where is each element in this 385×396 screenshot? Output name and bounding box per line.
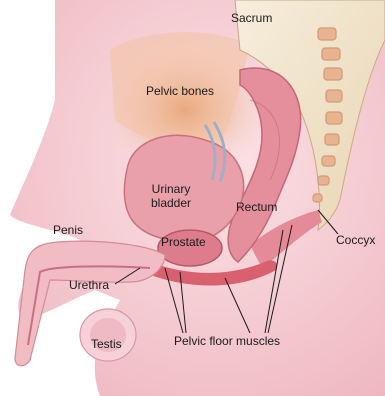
pelvic-floor-muscles-label: Pelvic floor muscles	[174, 334, 280, 348]
urinary-bladder-label: Urinary bladder	[146, 182, 196, 210]
rectum-label: Rectum	[236, 200, 277, 214]
sacrum-label: Sacrum	[231, 11, 272, 25]
pelvic-bones-label: Pelvic bones	[146, 84, 214, 98]
testis-label: Testis	[91, 337, 122, 351]
penis-label: Penis	[53, 223, 83, 237]
prostate-label: Prostate	[161, 235, 206, 249]
urethra-label: Urethra	[69, 278, 109, 292]
coccyx-label: Coccyx	[336, 233, 375, 247]
